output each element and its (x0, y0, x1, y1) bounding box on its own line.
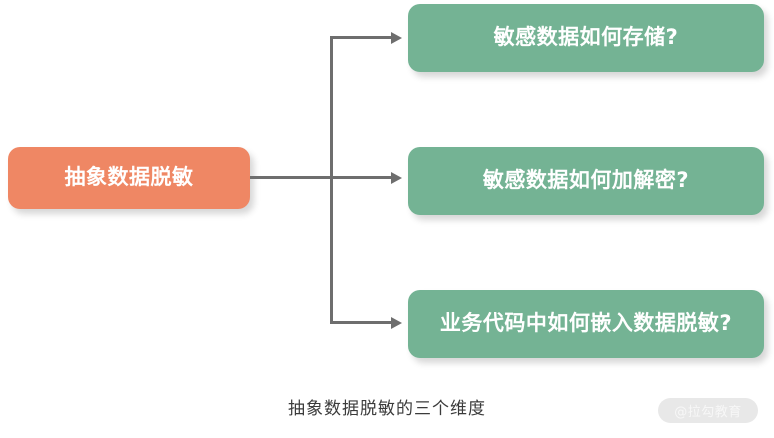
diagram-caption: 抽象数据脱敏的三个维度 (288, 399, 486, 419)
connector-branch-3 (330, 321, 392, 324)
connector-vertical-trunk (330, 36, 333, 324)
branch-node-business-code[interactable]: 业务代码中如何嵌入数据脱敏? (408, 290, 764, 358)
watermark-badge: @拉勾教育 (658, 398, 758, 423)
connector-branch-2 (330, 176, 392, 179)
arrow-right-icon-2 (391, 171, 402, 184)
connector-branch-1 (330, 36, 392, 39)
branch-node-storage[interactable]: 敏感数据如何存储? (408, 4, 764, 72)
root-node-abstract-data-masking[interactable]: 抽象数据脱敏 (8, 147, 250, 209)
connector-root-stem (250, 176, 332, 179)
arrow-right-icon-1 (391, 31, 402, 44)
branch-node-encryption[interactable]: 敏感数据如何加解密? (408, 147, 764, 215)
arrow-right-icon-3 (391, 316, 402, 329)
